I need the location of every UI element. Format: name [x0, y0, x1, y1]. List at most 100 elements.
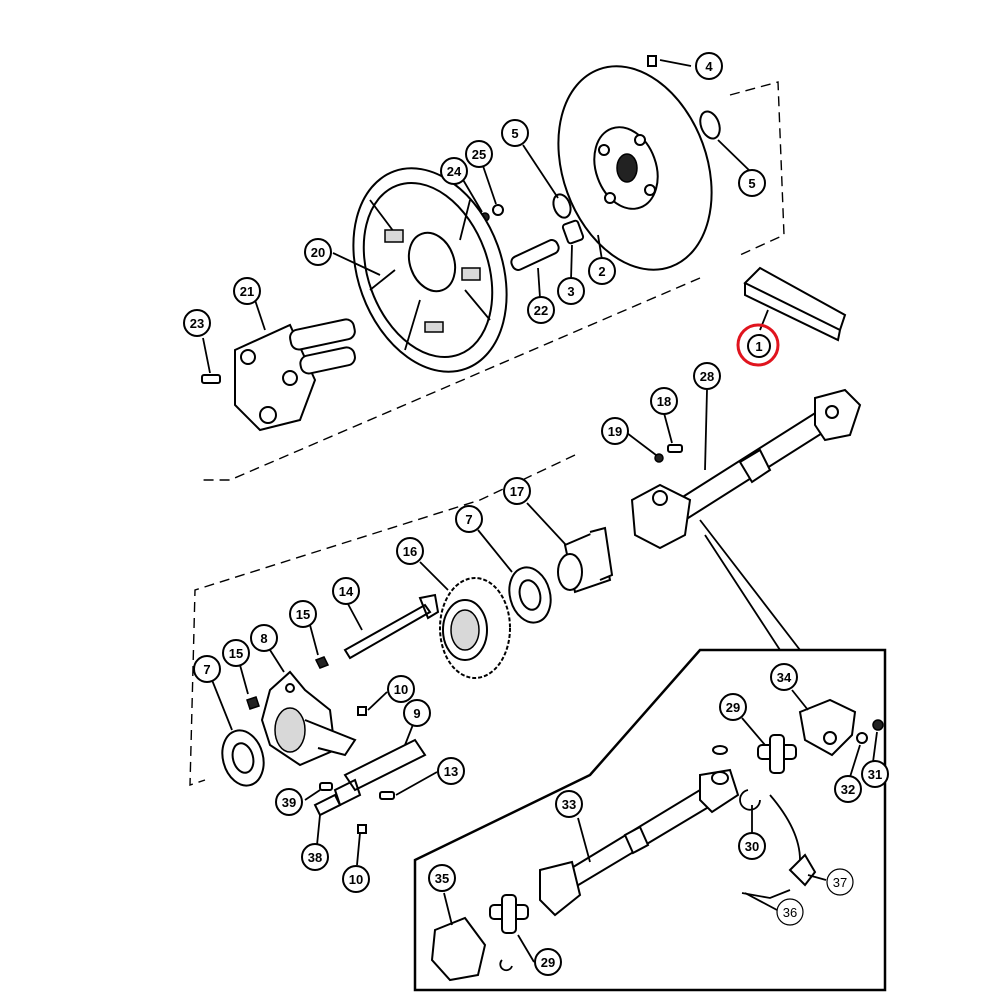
part-34-hole: [823, 731, 837, 745]
svg-text:3: 3: [567, 284, 574, 299]
part-13-bolt: [379, 791, 395, 800]
part-14-bolt: [343, 593, 440, 660]
svg-text:24: 24: [447, 164, 462, 179]
callout-28[interactable]: 28: [693, 362, 721, 390]
callout-3[interactable]: 3: [557, 277, 585, 305]
part-25-washer: [492, 204, 504, 216]
callout-30[interactable]: 30: [738, 832, 766, 860]
part-3-bushing: [561, 219, 585, 245]
callout-15-lower[interactable]: 15: [222, 639, 250, 667]
callout-33[interactable]: 33: [555, 790, 583, 818]
svg-text:8: 8: [260, 631, 267, 646]
callout-16[interactable]: 16: [396, 537, 424, 565]
callouts: 4 5 5 24 25 20 2 3 22 21 23 1 28 18 19 1…: [183, 52, 889, 976]
part-29-cross-upper: [757, 734, 797, 774]
part-36-strap: [741, 889, 791, 899]
callout-2[interactable]: 2: [588, 257, 616, 285]
svg-text:21: 21: [240, 284, 254, 299]
svg-text:38: 38: [308, 850, 322, 865]
part-23-bolt: [201, 374, 221, 384]
part-16-sprocket: [439, 577, 511, 679]
svg-text:20: 20: [311, 245, 325, 260]
callout-29-lower[interactable]: 29: [534, 948, 562, 976]
part-2-disc: [557, 65, 713, 271]
callout-20[interactable]: 20: [304, 238, 332, 266]
svg-text:16: 16: [403, 544, 417, 559]
callout-35[interactable]: 35: [428, 864, 456, 892]
inset-arc: [769, 794, 801, 861]
part-10-clip-upper: [357, 706, 367, 716]
callout-22[interactable]: 22: [527, 296, 555, 324]
callout-23[interactable]: 23: [183, 309, 211, 337]
svg-text:36: 36: [783, 905, 797, 920]
svg-text:10: 10: [394, 682, 408, 697]
callout-1[interactable]: 1: [736, 323, 780, 367]
part-29-ring-lower: [499, 959, 513, 972]
inset-box: [413, 648, 887, 992]
callout-17[interactable]: 17: [503, 477, 531, 505]
svg-text:18: 18: [657, 394, 671, 409]
callout-31[interactable]: 31: [861, 760, 889, 788]
svg-text:32: 32: [841, 782, 855, 797]
callout-18[interactable]: 18: [650, 387, 678, 415]
callout-37[interactable]: 37: [826, 868, 854, 896]
callout-7-lower[interactable]: 7: [193, 655, 221, 683]
callout-13[interactable]: 13: [437, 757, 465, 785]
callout-19[interactable]: 19: [601, 417, 629, 445]
svg-text:7: 7: [465, 512, 472, 527]
part-30-snap-ring: [739, 789, 761, 811]
part-5-ring-left: [552, 193, 572, 219]
svg-text:37: 37: [833, 875, 847, 890]
callout-25[interactable]: 25: [465, 140, 493, 168]
callout-5-right[interactable]: 5: [738, 169, 766, 197]
leader-lines: [202, 59, 878, 963]
part-33-shaft: [539, 768, 740, 917]
part-10-clip-lower: [357, 824, 367, 834]
part-19-nut: [654, 453, 664, 463]
svg-text:30: 30: [745, 839, 759, 854]
callout-9[interactable]: 9: [403, 699, 431, 727]
part-1-wedge: [743, 266, 847, 342]
svg-text:13: 13: [444, 764, 458, 779]
callout-21[interactable]: 21: [233, 277, 261, 305]
part-29-clip-upper: [712, 745, 728, 755]
svg-text:15: 15: [296, 607, 310, 622]
callout-39[interactable]: 39: [275, 788, 303, 816]
svg-text:1: 1: [755, 339, 762, 354]
part-18-bolt: [667, 444, 683, 453]
part-15-nut-lower: [246, 696, 260, 710]
svg-text:31: 31: [868, 767, 882, 782]
callout-7-upper[interactable]: 7: [455, 505, 483, 533]
part-32-washer: [856, 732, 868, 744]
callout-5-left[interactable]: 5: [501, 119, 529, 147]
part-22-pin: [510, 239, 560, 271]
part-8-bracket: [260, 670, 357, 767]
callout-4[interactable]: 4: [695, 52, 723, 80]
callout-38[interactable]: 38: [301, 843, 329, 871]
svg-text:22: 22: [534, 303, 548, 318]
inset-pointer-lines: [699, 519, 801, 651]
callout-29-upper[interactable]: 29: [719, 693, 747, 721]
callout-14[interactable]: 14: [332, 577, 360, 605]
part-15-nut-upper: [314, 656, 330, 669]
callout-10-upper[interactable]: 10: [387, 675, 415, 703]
callout-8[interactable]: 8: [250, 624, 278, 652]
callout-32[interactable]: 32: [834, 775, 862, 803]
callout-36[interactable]: 36: [776, 898, 804, 926]
svg-text:29: 29: [726, 700, 740, 715]
svg-text:4: 4: [705, 59, 713, 74]
callout-24[interactable]: 24: [440, 157, 468, 185]
callout-34[interactable]: 34: [770, 663, 798, 691]
part-21-hub: [234, 318, 356, 432]
svg-text:17: 17: [510, 484, 524, 499]
part-4-bolt: [647, 55, 657, 67]
svg-text:28: 28: [700, 369, 714, 384]
svg-text:7: 7: [203, 662, 210, 677]
callout-10-lower[interactable]: 10: [342, 865, 370, 893]
svg-text:34: 34: [777, 670, 792, 685]
part-5-ring-right: [699, 110, 721, 140]
svg-text:25: 25: [472, 147, 486, 162]
callout-15-upper[interactable]: 15: [289, 600, 317, 628]
